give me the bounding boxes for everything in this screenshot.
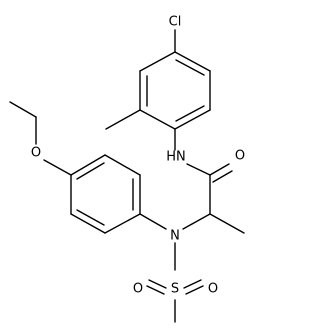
bond: [175, 59, 205, 76]
bond: [148, 279, 167, 289]
sulfonamide-nitrogen-label: N: [170, 229, 180, 244]
atom-labels: Cl HN O O N S O O: [31, 15, 245, 297]
bond: [70, 213, 106, 234]
bond: [209, 163, 230, 176]
bond: [212, 170, 233, 183]
bond: [76, 209, 105, 226]
bond: [209, 213, 245, 234]
bond: [183, 279, 202, 289]
bonds: [9, 29, 245, 323]
bond: [9, 101, 37, 118]
bond: [146, 285, 165, 295]
bond: [185, 285, 204, 295]
molecule-diagram: Cl HN O O N S O O: [9, 15, 245, 323]
bond: [139, 51, 176, 72]
chlorine-atom-label: Cl: [169, 15, 182, 30]
amide-nitrogen-label: HN: [166, 150, 186, 165]
bond: [43, 159, 72, 176]
bond: [104, 154, 141, 176]
bond: [105, 109, 141, 130]
bond: [104, 213, 141, 234]
bond: [139, 109, 176, 130]
amide-oxygen-label: O: [235, 149, 245, 164]
bond: [70, 154, 106, 176]
bond: [174, 51, 211, 72]
bond: [139, 213, 167, 230]
bond: [174, 109, 211, 130]
sulfonyl-oxygen-left-label: O: [133, 282, 143, 297]
bond: [186, 163, 211, 176]
sulfonyl-oxygen-right-label: O: [208, 282, 218, 297]
bond: [182, 213, 211, 230]
ether-oxygen-label: O: [31, 146, 41, 161]
sulfur-atom-label: S: [171, 282, 179, 297]
bond: [76, 162, 105, 180]
bond: [175, 105, 205, 122]
